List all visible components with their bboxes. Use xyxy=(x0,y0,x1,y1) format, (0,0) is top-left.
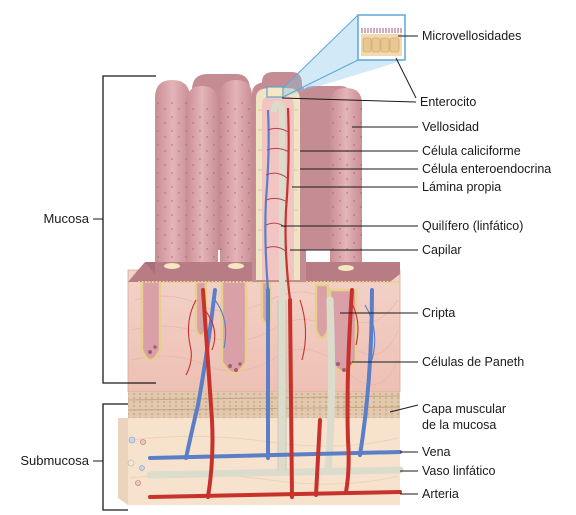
villi xyxy=(128,72,400,300)
vessel-cross-section xyxy=(128,460,134,466)
label-vaso-linfatico: Vaso linfático xyxy=(422,464,495,478)
vessel-cross-section xyxy=(129,437,135,443)
muscularis-mucosae xyxy=(128,392,400,418)
label-celulas-paneth: Células de Paneth xyxy=(422,355,524,369)
label-celula-enteroendocrina: Célula enteroendocrina xyxy=(422,162,551,176)
label-submucosa: Submucosa xyxy=(20,453,89,468)
label-vellosidad: Vellosidad xyxy=(422,120,479,134)
label-celula-caliciforme: Célula caliciforme xyxy=(422,144,521,158)
label-lamina-propia: Lámina propia xyxy=(422,180,501,194)
label-quilifero: Quilífero (linfático) xyxy=(422,219,523,233)
vessel-cross-section xyxy=(140,466,145,471)
vessel-cross-section xyxy=(141,440,146,445)
label-vena: Vena xyxy=(422,445,451,459)
label-enterocito: Enterocito xyxy=(420,95,476,109)
label-mucosa: Mucosa xyxy=(43,211,89,226)
label-microvellosidades: Microvellosidades xyxy=(422,29,521,43)
label-cripta: Cripta xyxy=(422,306,455,320)
label-capa-muscular-line1: Capa muscular xyxy=(422,402,506,416)
label-capilar: Capilar xyxy=(422,243,462,257)
label-arteria: Arteria xyxy=(422,487,459,501)
microvilli-detail-box xyxy=(267,87,283,97)
label-capa-muscular-line2: de la mucosa xyxy=(422,418,496,432)
vessel-cross-section xyxy=(136,481,141,486)
microvilli-callout xyxy=(283,15,405,97)
